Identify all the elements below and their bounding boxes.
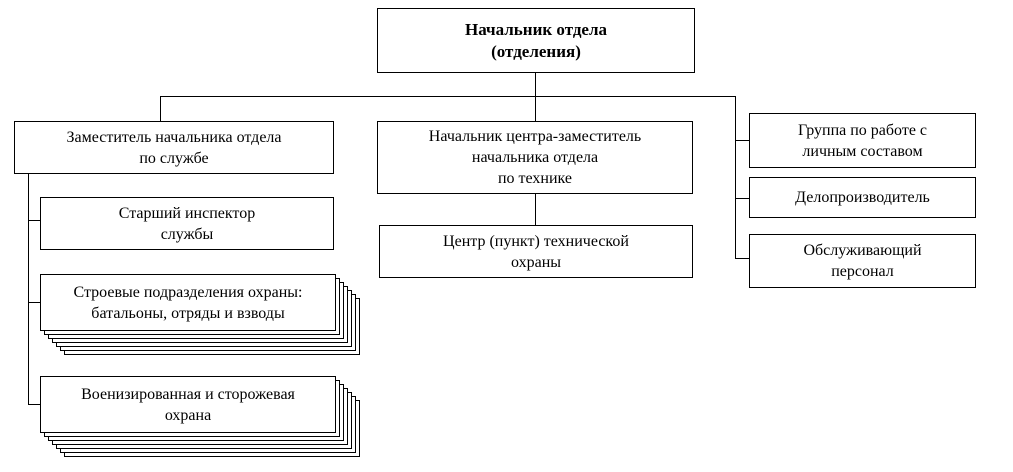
- personnel-group-box: Группа по работе с личным составом: [749, 113, 976, 168]
- tech-center-box: Центр (пункт) технической охраны: [379, 225, 693, 278]
- paramilitary-guard-box: Военизированная и сторожевая охрана: [40, 376, 336, 433]
- service-staff-box: Обслуживающий персонал: [749, 234, 976, 288]
- connector-to-guard-units: [28, 302, 40, 303]
- guard-units-box: Строевые подразделения охраны: батальоны…: [40, 274, 336, 331]
- connector-left-bus: [28, 173, 29, 404]
- head-of-department-box: Начальник отдела (отделения): [377, 8, 695, 73]
- connector-top-bus: [160, 96, 736, 97]
- connector-to-deputy: [160, 96, 161, 121]
- clerk-box: Делопроизводитель: [749, 177, 976, 218]
- connector-to-senior-inspector: [28, 220, 40, 221]
- connector-tech-down: [535, 194, 536, 225]
- connector-head-down: [535, 72, 536, 97]
- connector-to-tech-chief: [535, 96, 536, 121]
- senior-inspector-box: Старший инспектор службы: [40, 197, 334, 250]
- connector-to-service-staff: [735, 258, 749, 259]
- connector-to-paramilitary: [28, 404, 40, 405]
- tech-chief-box: Начальник центра-заместитель начальника …: [377, 121, 693, 194]
- connector-to-clerk: [735, 198, 749, 199]
- connector-to-personnel-group: [735, 140, 749, 141]
- deputy-service-box: Заместитель начальника отдела по службе: [14, 121, 334, 174]
- connector-right-bus: [735, 96, 736, 259]
